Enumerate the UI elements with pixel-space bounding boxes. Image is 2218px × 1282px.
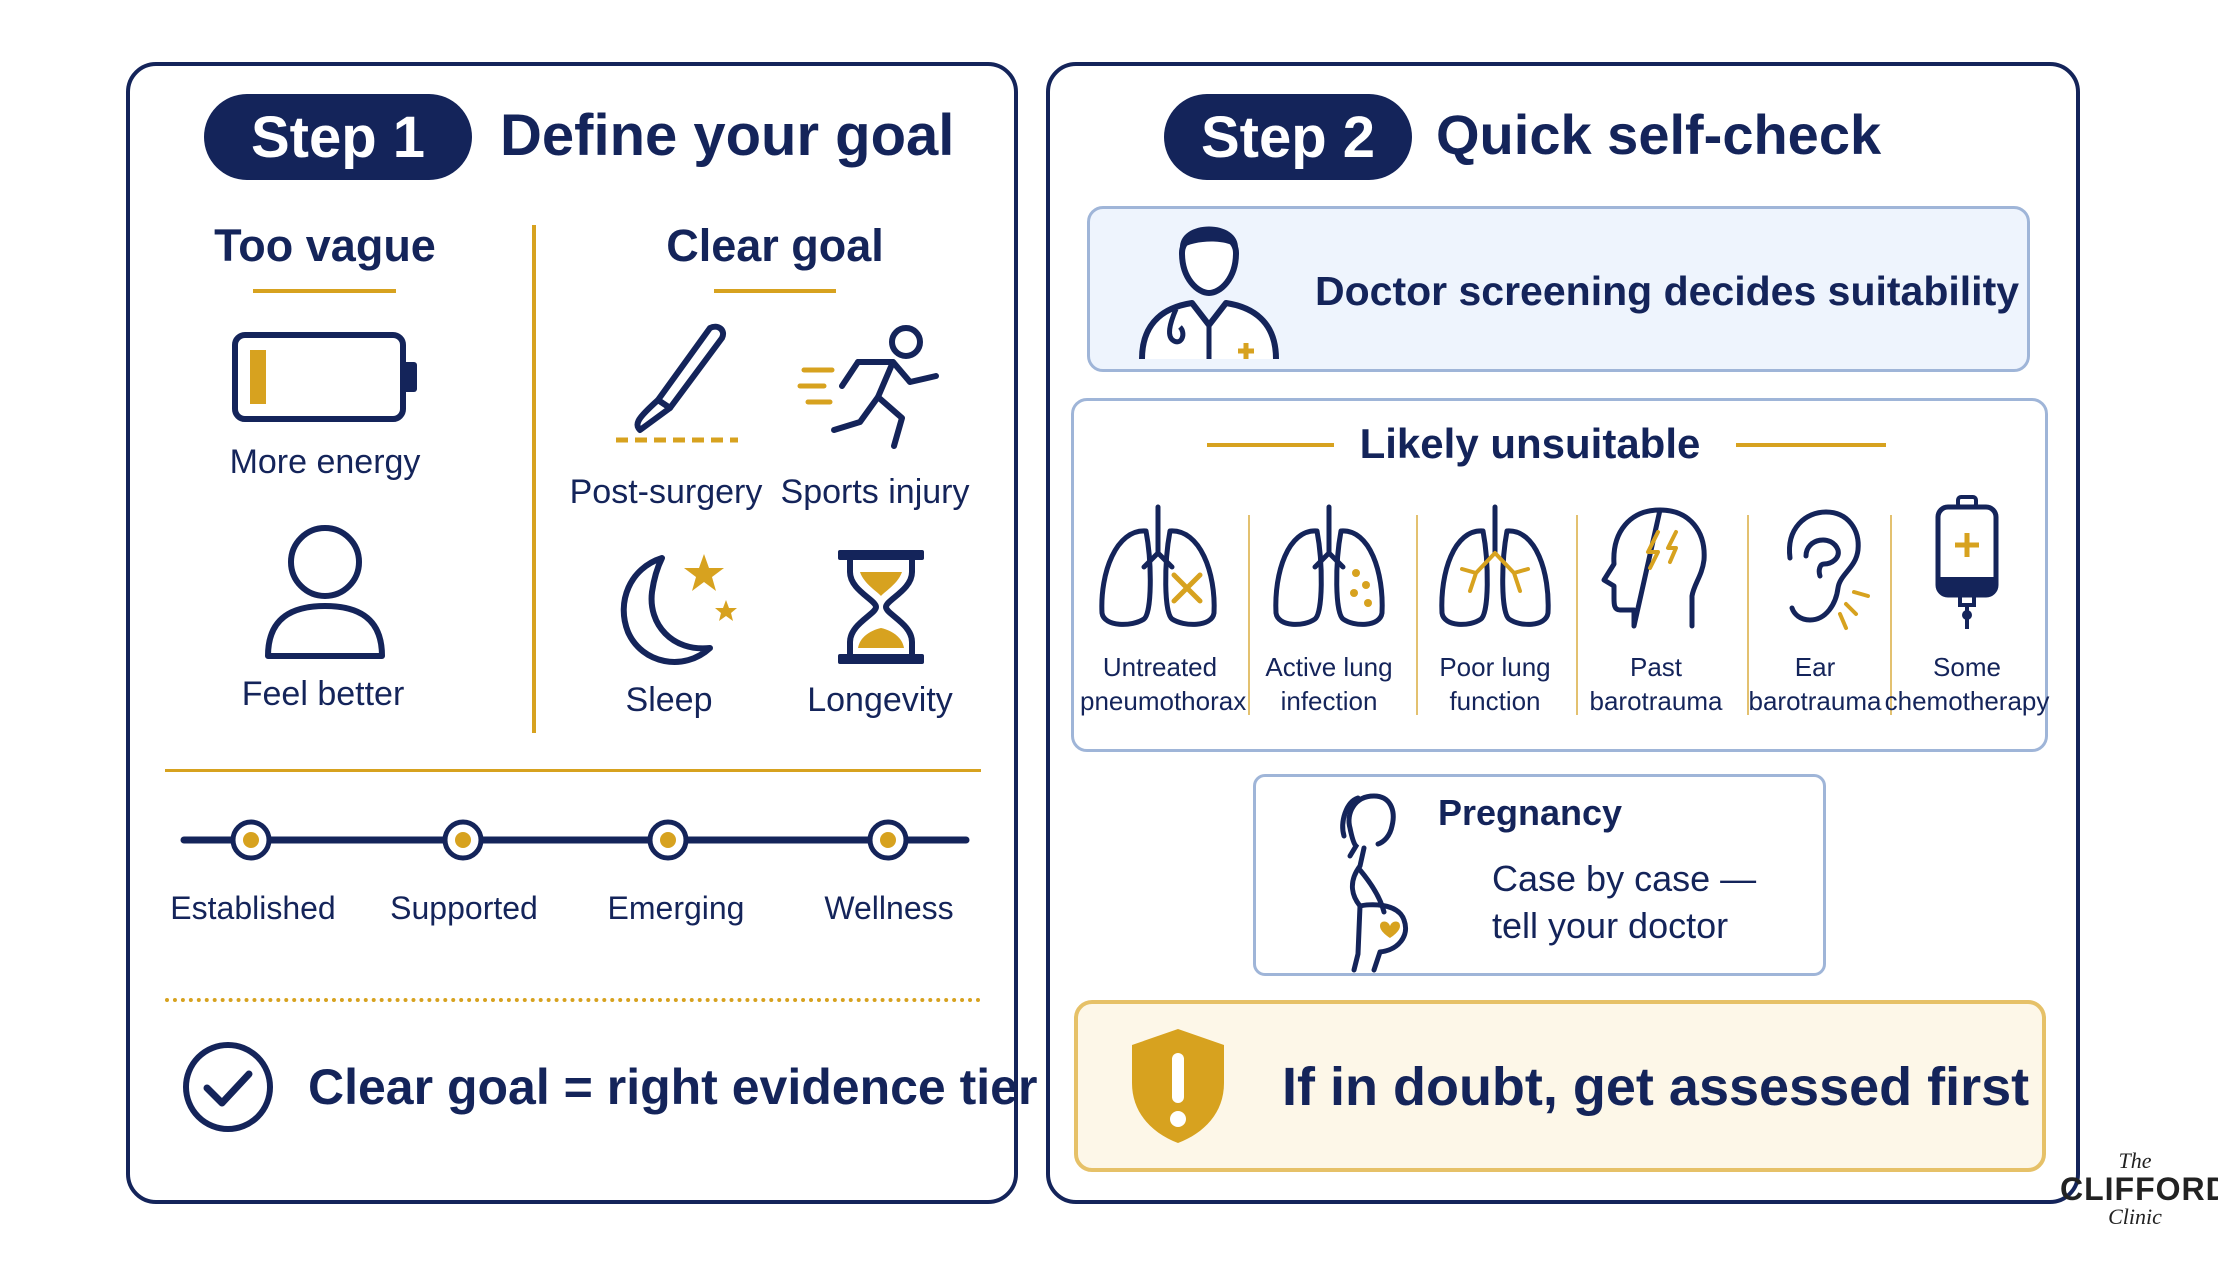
iv-bag-icon: [1935, 495, 1999, 629]
warning-text: If in doubt, get assessed first: [1282, 1057, 2030, 1117]
goal-divider: [532, 225, 536, 733]
tier-emerging-label: Emerging: [607, 890, 745, 926]
checkmark-circle-icon: [183, 1042, 273, 1132]
too-vague-underline: [253, 289, 396, 293]
condition-divider-1: [1248, 515, 1250, 715]
logo-clinic: Clinic: [2108, 1204, 2162, 1229]
tier-marker-supported: [442, 819, 484, 861]
lungs-poor-icon: [1439, 504, 1551, 627]
step2-pill: Step 2: [1164, 94, 1412, 180]
longevity-label: Longevity: [807, 681, 953, 719]
evidence-tier-timeline: [180, 836, 970, 844]
lungs-infection-icon: [1273, 504, 1385, 627]
battery-icon: [232, 332, 417, 422]
step1-pill: Step 1: [204, 94, 472, 180]
post-surgery-label: Post-surgery: [569, 473, 763, 511]
tier-established-label: Established: [170, 890, 336, 926]
tier-marker-wellness: [867, 819, 909, 861]
more-energy-label: More energy: [229, 443, 421, 481]
tier-supported-label: Supported: [390, 890, 538, 926]
clifford-clinic-logo: The CLIFFORD Clinic: [2060, 1148, 2218, 1246]
sports-injury-label: Sports injury: [780, 473, 970, 511]
shield-warning-icon: [1132, 1029, 1224, 1143]
logo-name: CLIFFORD: [2060, 1171, 2218, 1207]
condition-divider-5: [1890, 515, 1892, 715]
clear-goal-underline: [714, 289, 836, 293]
ear-icon: [1787, 509, 1870, 630]
conclusion-text: Clear goal = right evidence tier: [308, 1059, 1038, 1115]
doctor-icon: [1139, 226, 1279, 360]
moon-icon: [620, 554, 737, 665]
step1-separator: [165, 769, 981, 772]
pregnant-woman-icon: [1340, 793, 1408, 973]
runner-icon: [797, 325, 939, 449]
likely-unsuitable-box: [1071, 398, 2048, 752]
doctor-screening-box: [1087, 206, 2030, 372]
unsuitable-line-right: [1736, 443, 1886, 447]
assessment-warning-box: [1074, 1000, 2046, 1172]
step1-title: Define your goal: [500, 103, 955, 168]
sleep-label: Sleep: [625, 681, 713, 719]
too-vague-heading: Too vague: [214, 220, 436, 271]
condition-divider-2: [1416, 515, 1418, 715]
pregnancy-line2: tell your doctor: [1492, 905, 1729, 946]
likely-unsuitable-heading: Likely unsuitable: [1359, 420, 1701, 467]
person-icon: [265, 525, 385, 659]
tier-marker-emerging: [647, 819, 689, 861]
hourglass-icon: [838, 550, 924, 664]
lungs-x-icon: [1099, 504, 1217, 627]
condition-divider-3: [1576, 515, 1578, 715]
tier-wellness-label: Wellness: [824, 890, 954, 926]
head-lightning-icon: [1601, 507, 1707, 629]
doctor-screening-text: Doctor screening decides suitability: [1315, 268, 2020, 314]
feel-better-label: Feel better: [241, 675, 405, 713]
condition-divider-4: [1747, 515, 1749, 715]
unsuitable-line-left: [1207, 443, 1334, 447]
step2-title: Quick self-check: [1436, 103, 1882, 166]
step1-dotted-separator: [165, 998, 981, 1002]
tier-marker-established: [230, 819, 272, 861]
pregnancy-line1: Case by case —: [1492, 858, 1757, 899]
clear-goal-heading: Clear goal: [666, 220, 884, 271]
pregnancy-title: Pregnancy: [1438, 792, 1623, 833]
scalpel-icon: [616, 323, 738, 443]
logo-the: The: [2118, 1148, 2152, 1173]
